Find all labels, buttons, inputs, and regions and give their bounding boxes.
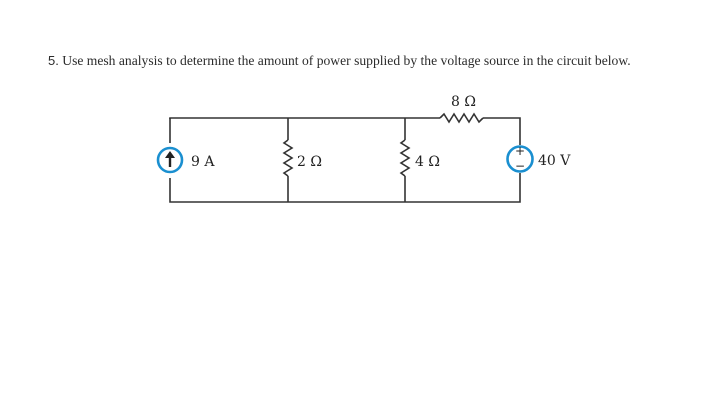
voltage-source-label: 40 V [538,153,571,169]
problem-text: Use mesh analysis to determine the amoun… [62,53,631,68]
voltage-source: + − [506,144,534,173]
resistor-4ohm [399,139,411,177]
current-arrow-icon [165,151,175,158]
problem-number: 5. [48,53,59,68]
voltage-source-circle [506,145,534,173]
resistor-8ohm [439,112,484,124]
top-wire-right [483,117,521,145]
resistor-2ohm [282,139,294,177]
resistor-8ohm-label: 8 Ω [451,94,476,110]
bottom-wire [169,173,521,203]
voltage-minus-sign: − [515,159,525,173]
resistor-2ohm-label: 2 Ω [297,154,322,170]
current-source-label: 9 A [191,154,215,170]
resistor-4ohm-label: 4 Ω [415,154,440,170]
problem-statement: 5. Use mesh analysis to determine the am… [48,52,688,69]
current-source [156,146,184,174]
top-wire-left [169,117,440,119]
circuit-wires [169,112,521,203]
voltage-plus-sign: + [515,144,525,158]
